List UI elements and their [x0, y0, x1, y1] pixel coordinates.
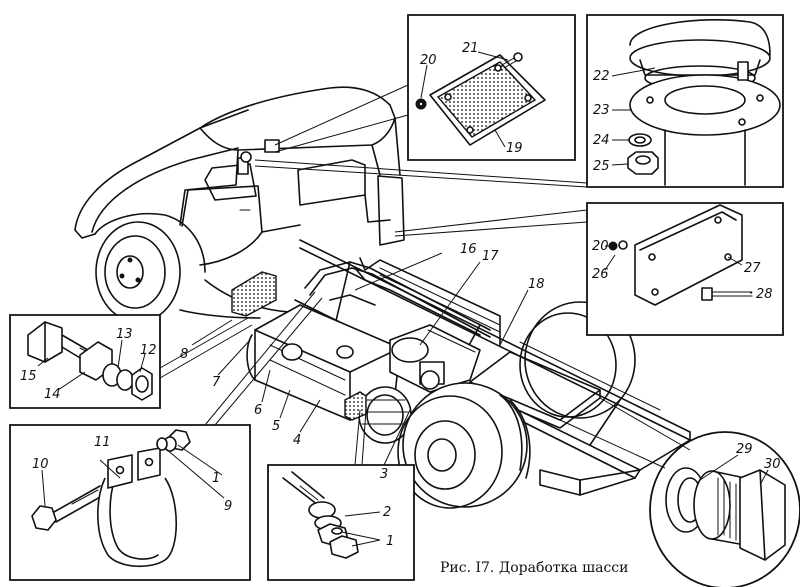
detail-box-lamp-mount [254, 14, 784, 188]
callout-2: 2 [383, 505, 391, 520]
callout-4: 4 [293, 433, 301, 448]
callout-29: 29 [736, 442, 753, 457]
callout-22: 22 [593, 69, 610, 84]
callout-leaders [37, 51, 769, 547]
callout-1-clamp: 1 [212, 471, 220, 486]
callout-26: 26 [592, 267, 609, 282]
callout-11: 11 [94, 435, 111, 450]
detail-box-bolt-assembly [9, 314, 253, 409]
callout-1-stud: 1 [386, 534, 394, 549]
detail-box-clamp [9, 291, 323, 581]
callout-8: 8 [180, 347, 188, 362]
callout-18: 18 [528, 277, 545, 292]
callout-20-roof: 20 [420, 53, 437, 68]
callout-27: 27 [744, 261, 761, 276]
side-reflector [231, 271, 277, 317]
callout-19: 19 [506, 141, 523, 156]
callout-6: 6 [254, 403, 262, 418]
detail-oval-plug [559, 397, 800, 587]
callout-12: 12 [140, 343, 157, 358]
detail-box-stud [267, 409, 415, 581]
detail-box-roof-plate [274, 14, 576, 161]
callout-numbers: 1 1 2 3 4 5 6 7 8 9 10 11 12 13 14 15 16… [20, 41, 781, 549]
callout-21: 21 [462, 41, 479, 56]
tubes [304, 257, 501, 346]
callout-10: 10 [32, 457, 49, 472]
callout-16: 16 [460, 242, 477, 257]
callout-7: 7 [212, 375, 221, 390]
figure-caption: Рис. I7. Доработка шасси [440, 560, 628, 576]
callout-25: 25 [593, 159, 610, 174]
callout-28: 28 [756, 287, 773, 302]
callout-13: 13 [116, 327, 133, 342]
callout-15: 15 [20, 369, 37, 384]
callout-9: 9 [224, 499, 232, 514]
callout-24: 24 [593, 133, 610, 148]
callout-20-rear: 20 [592, 239, 609, 254]
callout-14: 14 [44, 387, 61, 402]
callout-30: 30 [764, 457, 781, 472]
detail-box-rear-reflector [394, 202, 784, 336]
callout-23: 23 [593, 103, 610, 118]
callout-5: 5 [272, 419, 280, 434]
callout-17: 17 [482, 249, 499, 264]
callout-3: 3 [380, 467, 388, 482]
rear-wheels [397, 301, 636, 509]
